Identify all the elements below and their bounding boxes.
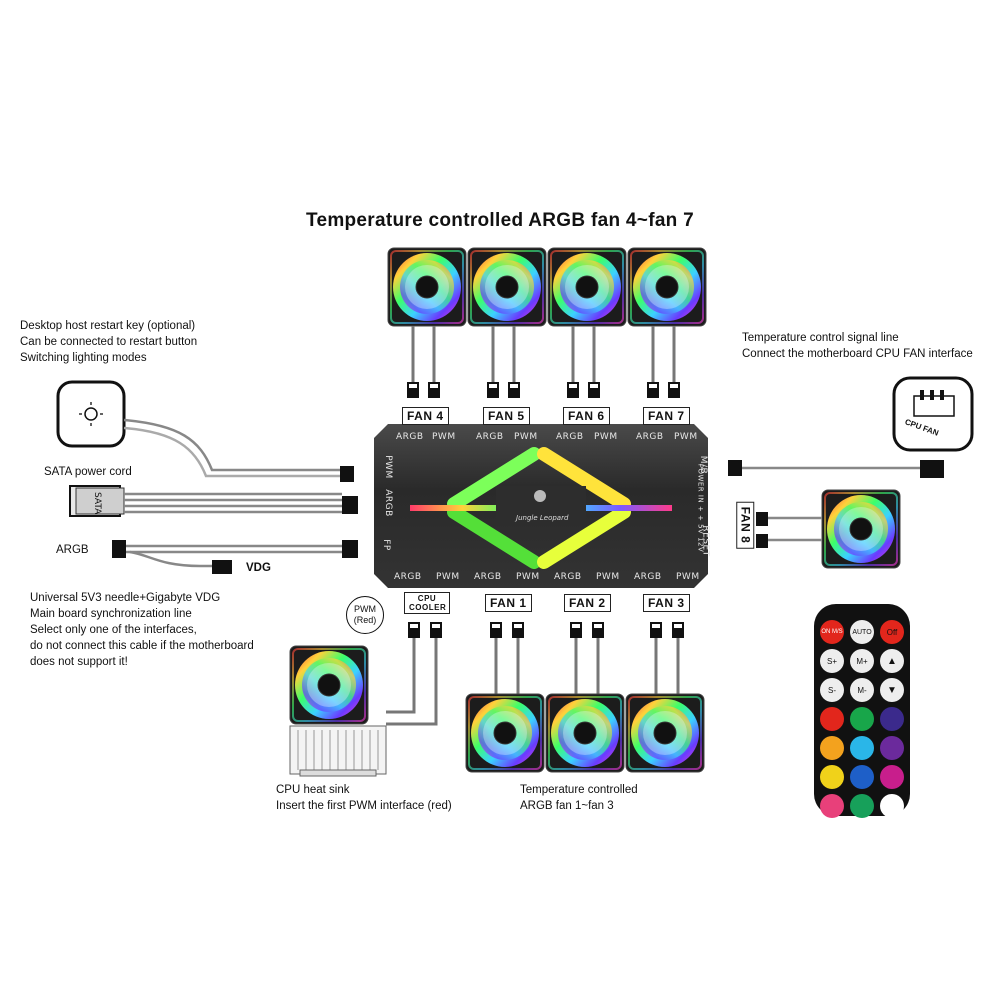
restart-note-line: Can be connected to restart button [20, 336, 198, 348]
remote-mode-down-button[interactable]: M- [850, 678, 874, 702]
remote-color-button[interactable] [820, 707, 844, 731]
hub-left-port: FP [380, 539, 391, 551]
remote-brightness-up-icon[interactable]: ▲ [880, 649, 904, 673]
hub-top-port: PWM [594, 432, 618, 442]
fan-4-graphic [387, 247, 467, 327]
temp-controlled-note-line: Temperature controlled [520, 784, 638, 796]
fan-3-graphic [625, 693, 705, 773]
temp-controlled-note-line: ARGB fan 1~fan 3 [520, 800, 614, 812]
fan-2-graphic [545, 693, 625, 773]
remote-color-button[interactable] [880, 794, 904, 818]
fan-3-label: FAN 3 [643, 594, 690, 612]
cpu-heatsink-graphic [289, 725, 387, 777]
remote-color-button[interactable] [820, 736, 844, 760]
hub-left-port: PWM [382, 455, 393, 479]
hub-top-port: ARGB [476, 432, 504, 442]
universal-note-line: Universal 5V3 needle+Gigabyte VDG [30, 592, 221, 604]
argb-label: ARGB [56, 544, 89, 556]
svg-text:SATA: SATA [92, 492, 102, 515]
hub-bottom-port: PWM [436, 572, 460, 582]
remote-speed-up-button[interactable]: S+ [820, 649, 844, 673]
remote-color-button[interactable] [880, 765, 904, 789]
hub-top-port: ARGB [556, 432, 584, 442]
cpu-cooler-fan-graphic [289, 645, 369, 725]
signal-note-line: Connect the motherboard CPU FAN interfac… [742, 348, 973, 360]
remote-speed-down-button[interactable]: S- [820, 678, 844, 702]
fan-1-graphic [465, 693, 545, 773]
remote-mode-up-button[interactable]: M+ [850, 649, 874, 673]
diagram-title: Temperature controlled ARGB fan 4~fan 7 [305, 210, 695, 231]
hub-bottom-port: ARGB [474, 572, 502, 582]
remote-color-button[interactable] [880, 736, 904, 760]
hub-bottom-port: PWM [676, 572, 700, 582]
hub-left-port: ARGB [382, 489, 393, 517]
universal-note-line: do not connect this cable if the motherb… [30, 640, 254, 652]
remote-color-button[interactable] [850, 736, 874, 760]
hub-bottom-port: PWM [516, 572, 540, 582]
remote-color-grid [820, 707, 904, 818]
hub-bottom-port: ARGB [634, 572, 662, 582]
remote-color-button[interactable] [850, 765, 874, 789]
fan-8-label: FAN 8 [736, 501, 755, 549]
hub-right-port: RESET [700, 525, 711, 557]
hub-top-port: PWM [514, 432, 538, 442]
remote-brightness-down-icon[interactable]: ▼ [880, 678, 904, 702]
universal-note-line: Select only one of the interfaces, [30, 624, 197, 636]
heatsink-note-line: CPU heat sink [276, 784, 350, 796]
restart-key-graphic [56, 380, 126, 448]
fan-8-graphic [821, 489, 901, 569]
remote-control: ON M/S AUTO Off S+ M+ ▲ S- M- ▼ [820, 620, 904, 818]
hub-top-port: PWM [432, 432, 456, 442]
cpu-cooler-label: CPU COOLER [404, 592, 450, 614]
remote-off-button[interactable]: Off [880, 620, 904, 644]
remote-color-button[interactable] [880, 707, 904, 731]
hub-bottom-port: ARGB [394, 572, 422, 582]
argb-connector-graphic [112, 540, 126, 558]
restart-note-line: Switching lighting modes [20, 352, 147, 364]
fan-2-label: FAN 2 [564, 594, 611, 612]
fan-6-label: FAN 6 [563, 407, 610, 425]
hub-top-port: ARGB [396, 432, 424, 442]
fan-7-graphic [627, 247, 707, 327]
remote-auto-button[interactable]: AUTO [850, 620, 874, 644]
fan-6-graphic [547, 247, 627, 327]
restart-note-line: Desktop host restart key (optional) [20, 320, 196, 332]
hub-brand-text: Jungle Leopard [514, 514, 569, 522]
hub-bottom-port: PWM [596, 572, 620, 582]
hub-top-port: PWM [674, 432, 698, 442]
fan-5-label: FAN 5 [483, 407, 530, 425]
remote-color-button[interactable] [850, 707, 874, 731]
fan-1-label: FAN 1 [485, 594, 532, 612]
hub-bottom-port: ARGB [554, 572, 582, 582]
remote-color-button[interactable] [820, 765, 844, 789]
remote-color-button[interactable] [820, 794, 844, 818]
pwm-red-badge: PWM (Red) [346, 596, 384, 634]
sata-label: SATA power cord [44, 466, 132, 478]
remote-on-button[interactable]: ON M/S [820, 620, 844, 644]
universal-note-line: Main board synchronization line [30, 608, 192, 620]
fan-5-graphic [467, 247, 547, 327]
fan-7-label: FAN 7 [643, 407, 690, 425]
vdg-connector-graphic [212, 560, 232, 574]
vdg-label: VDG [246, 562, 271, 574]
fan-4-label: FAN 4 [402, 407, 449, 425]
heatsink-note-line: Insert the first PWM interface (red) [276, 800, 452, 812]
remote-color-button[interactable] [850, 794, 874, 818]
signal-note-line: Temperature control signal line [742, 332, 899, 344]
hub-top-port: ARGB [636, 432, 664, 442]
universal-note-line: does not support it! [30, 656, 128, 668]
controller-hub: Jungle Leopard [374, 424, 708, 588]
